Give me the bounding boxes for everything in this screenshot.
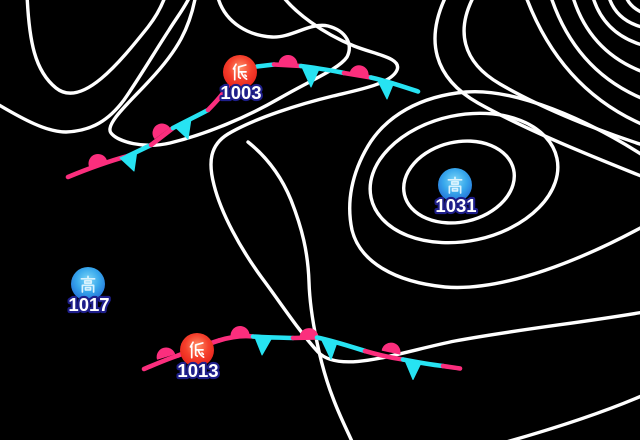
warm-front-segment bbox=[362, 348, 406, 362]
isobar-line bbox=[625, 0, 640, 14]
warm-front-semicircle-icon bbox=[230, 326, 250, 337]
warm-front-segment bbox=[271, 62, 304, 69]
warm-front-semicircle-icon bbox=[88, 154, 107, 167]
warm-front-semicircle-icon bbox=[349, 65, 369, 77]
isobar-line bbox=[348, 89, 640, 290]
pressure-marker-high-1031: 1031 bbox=[433, 168, 479, 218]
pressure-value: 1003 bbox=[220, 82, 261, 103]
front-lines bbox=[65, 55, 463, 380]
low-glyph-icon bbox=[189, 341, 205, 359]
pressure-value: 1031 bbox=[435, 195, 476, 216]
warm-front-semicircle-icon bbox=[381, 342, 401, 355]
cold-front-segment bbox=[298, 63, 347, 76]
isobar-line bbox=[608, 0, 640, 29]
pressure-value: 1017 bbox=[68, 294, 109, 315]
warm-front-semicircle-icon bbox=[152, 123, 170, 139]
isobar-line bbox=[209, 0, 640, 364]
isobar-line bbox=[550, 0, 640, 100]
pressure-marker-high-1017: 1017 bbox=[66, 267, 112, 317]
high-pressure-circle bbox=[71, 267, 105, 301]
isobar-line bbox=[25, 0, 166, 95]
cold-front-triangle-icon bbox=[119, 150, 138, 172]
warm-front-semicircle-icon bbox=[278, 55, 298, 66]
cold-front-triangle-icon bbox=[320, 338, 338, 360]
isobar-line bbox=[507, 394, 640, 440]
cold-front-triangle-icon bbox=[254, 337, 273, 356]
cold-front-segment bbox=[250, 334, 296, 341]
cold-front-segment bbox=[400, 357, 446, 369]
cold-front-triangle-icon bbox=[376, 78, 395, 100]
warm-front-segment bbox=[205, 83, 231, 113]
high-pressure-circle bbox=[438, 168, 472, 202]
isobar-line bbox=[572, 0, 640, 73]
isobar-line bbox=[525, 0, 640, 126]
cold-front-triangle-icon bbox=[404, 360, 422, 380]
isobar-line bbox=[462, 0, 640, 146]
warm-front-segment bbox=[141, 353, 181, 372]
warm-front-semicircle-icon bbox=[156, 347, 176, 360]
pressure-marker-low-1013: 1013 bbox=[175, 333, 221, 383]
pressure-marker-low-1003: 1003 bbox=[218, 55, 264, 105]
cold-front-triangle-icon bbox=[174, 118, 192, 140]
northern-stationary-front bbox=[65, 55, 421, 180]
warm-front-segment bbox=[341, 70, 374, 80]
isobar-line bbox=[401, 139, 517, 225]
isobar-line bbox=[433, 0, 640, 178]
high-glyph-icon bbox=[447, 176, 463, 194]
cold-front-triangle-icon bbox=[301, 66, 320, 88]
isobar-line bbox=[368, 111, 560, 245]
low-glyph-icon bbox=[232, 63, 248, 81]
isobar-line bbox=[0, 0, 191, 134]
high-glyph-icon bbox=[80, 275, 96, 293]
warm-front-segment bbox=[148, 125, 176, 148]
pressure-value: 1013 bbox=[177, 360, 218, 381]
cold-front-segment bbox=[368, 75, 421, 94]
isobar-line bbox=[246, 140, 354, 440]
cold-front-segment bbox=[254, 62, 277, 69]
isobar-line bbox=[108, 0, 351, 147]
warm-front-segment bbox=[216, 333, 256, 343]
warm-front-segment bbox=[440, 363, 463, 371]
isobar-line bbox=[592, 0, 640, 46]
pressure-markers: 1003 1031 1017 1013 bbox=[66, 55, 479, 383]
